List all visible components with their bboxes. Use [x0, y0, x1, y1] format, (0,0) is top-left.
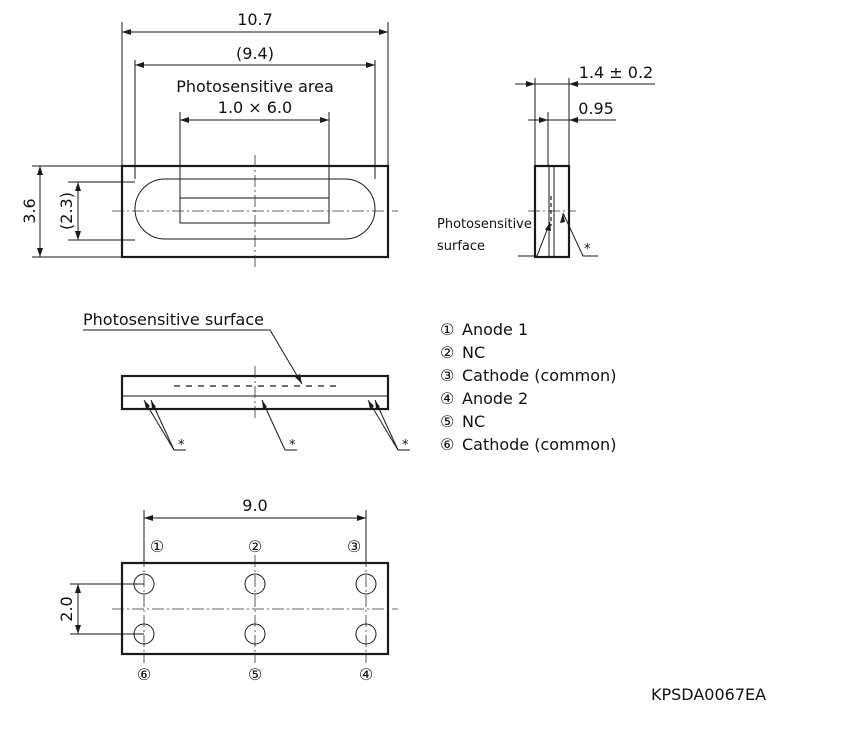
- pin-number: ⑤: [248, 665, 262, 684]
- side-surface-label-line2: surface: [437, 239, 485, 254]
- pin-list-num: ②: [440, 343, 454, 362]
- pin-list-num: ①: [440, 320, 454, 339]
- pin-number: ②: [248, 537, 262, 556]
- photosensitive-area-outline: [179, 197, 330, 224]
- top-view: 10.7 (9.4) Photosensitive area 1.0 × 6.0…: [20, 10, 398, 268]
- side-view: 1.4 ± 0.2 0.95 Photosensitive surface *: [437, 63, 655, 259]
- pad-3: [355, 573, 377, 595]
- front-asterisk-middle: *: [289, 438, 296, 453]
- width-label: 10.7: [237, 10, 273, 29]
- inner-height-label: (2.3): [57, 192, 76, 230]
- front-asterisk-right: *: [402, 438, 409, 453]
- pin-list-num: ③: [440, 366, 454, 385]
- pad-4: [355, 623, 377, 645]
- height-label: 3.6: [20, 198, 39, 223]
- bottom-view: 9.0 2.0 ① ② ③ ⑥ ⑤ ④: [57, 496, 398, 684]
- surface-depth-label: 0.95: [578, 99, 614, 118]
- pin-list-num: ④: [440, 389, 454, 408]
- side-asterisk: *: [584, 242, 591, 257]
- inner-width-label: (9.4): [236, 44, 274, 63]
- area-size-label: 1.0 × 6.0: [218, 98, 292, 117]
- pin-list-name: Cathode (common): [462, 366, 616, 385]
- row-gap-label: 2.0: [57, 596, 76, 621]
- pin-number: ⑥: [137, 665, 151, 684]
- pad-2: [244, 573, 266, 595]
- pin-list-name: Anode 1: [462, 320, 528, 339]
- front-view: Photosensitive surface * * *: [83, 310, 410, 453]
- pin-list-num: ⑤: [440, 412, 454, 431]
- pin-list-name: Cathode (common): [462, 435, 616, 454]
- pin-number: ③: [347, 537, 361, 556]
- side-surface-label-line1: Photosensitive: [437, 217, 532, 232]
- pin-list-num: ⑥: [440, 435, 454, 454]
- front-asterisk-left: *: [178, 438, 185, 453]
- pin-number: ④: [359, 665, 373, 684]
- pin-list: ① Anode 1 ② NC ③ Cathode (common) ④ Anod…: [440, 320, 616, 454]
- pitch-label: 9.0: [242, 496, 267, 515]
- thickness-label: 1.4 ± 0.2: [579, 63, 653, 82]
- pin-list-name: NC: [462, 412, 485, 431]
- pin-list-name: NC: [462, 343, 485, 362]
- drawing-code: KPSDA0067EA: [651, 685, 766, 704]
- side-package-outline: [533, 164, 571, 259]
- photosensitive-area-title: Photosensitive area: [176, 77, 334, 96]
- pin-number: ①: [150, 537, 164, 556]
- pad-5: [244, 623, 266, 645]
- pin-list-name: Anode 2: [462, 389, 528, 408]
- front-surface-label: Photosensitive surface: [83, 310, 264, 329]
